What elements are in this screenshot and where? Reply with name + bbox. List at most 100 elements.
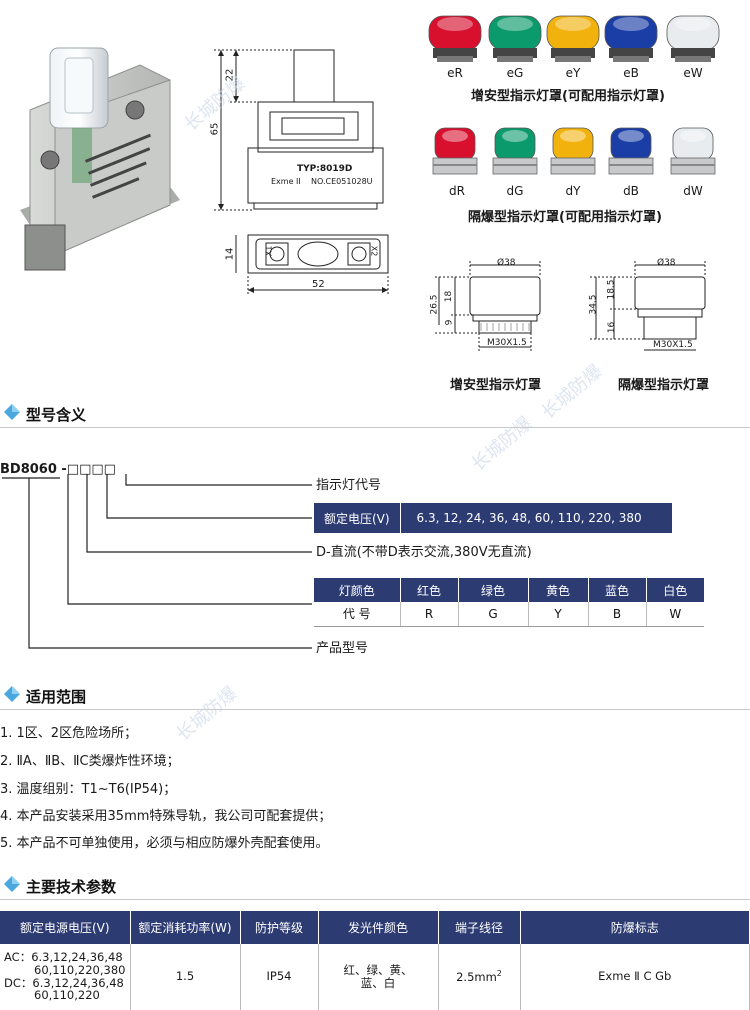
section-title-model: 型号含义: [26, 406, 87, 424]
tech-cell-mark: Exme Ⅱ C Gb: [520, 944, 750, 1010]
section-header-model: 型号含义: [0, 400, 750, 430]
section-header-scope: 适用范围: [0, 682, 750, 712]
color-header-4: 蓝色: [588, 578, 647, 602]
section-title-tech: 主要技术参数: [26, 878, 117, 896]
tech-cell-ip: IP54: [240, 944, 319, 1010]
lens-cap-eu-2: [546, 15, 600, 62]
tech-header-voltage: 额定电源电压(V): [0, 911, 131, 944]
lens-caps-du: [432, 127, 716, 175]
caption-du: 隔爆型指示灯罩(可配用指示灯罩): [468, 210, 662, 225]
tech-cell-wire: 2.5mm2: [438, 944, 521, 1010]
x2-label: X2: [369, 245, 379, 257]
diamond-icon: [4, 876, 20, 892]
lens-label-dB: dB: [623, 184, 639, 198]
color-code-0: 代 号: [314, 602, 401, 627]
lens-cap-du-0: [432, 127, 478, 175]
color-code-table: 灯颜色 红色 绿色 黄色 蓝色 白色 代 号 R G Y B W: [314, 578, 704, 627]
lens-label-eG: eG: [506, 66, 524, 80]
lens-label-eW: eW: [683, 66, 703, 80]
color-code-1: R: [400, 602, 459, 627]
typ-label: TYP:8019D: [297, 164, 353, 174]
color-code-3: Y: [528, 602, 589, 627]
lens-cap-eu-4: [666, 15, 720, 62]
diamond-icon: [4, 404, 20, 420]
lens-cap-eu-0: [428, 15, 482, 62]
color-header-5: 白色: [646, 578, 704, 602]
color-header-0: 灯颜色: [314, 578, 401, 602]
scope-item-1: 1. 1区、2区危险场所；: [0, 726, 138, 741]
voltage-table: 额定电压(V) 6.3, 12, 24, 36, 48, 60, 110, 22…: [314, 503, 672, 533]
tech-cell-color: 红、绿、黄、 蓝、白: [318, 944, 439, 1010]
scope-item-3: 3. 温度组别：T1~T6(IP54)；: [0, 782, 177, 797]
exme-label: Exme II: [271, 177, 301, 186]
dim-14: 14: [224, 247, 236, 261]
tech-header-mark: 防爆标志: [520, 911, 750, 944]
lens-label-dR: dR: [449, 184, 465, 198]
color-header-1: 红色: [400, 578, 459, 602]
voltage-label: 额定电压(V): [314, 503, 401, 533]
x1-label: X1: [264, 245, 274, 257]
eu-height-bot: 9: [444, 319, 455, 326]
du-height-top: 18.5: [606, 279, 617, 300]
lens-cap-du-1: [492, 127, 538, 175]
dimension-drawing-eu: [435, 261, 541, 351]
tech-header-wire: 端子线径: [438, 911, 521, 944]
lens-cap-eu-3: [604, 15, 658, 62]
eu-height-top: 18: [444, 290, 455, 303]
tech-params-table: 额定电源电压(V) 额定消耗功率(W) 防护等级 发光件颜色 端子线径 防爆标志…: [0, 911, 750, 1010]
lens-cap-du-3: [608, 127, 654, 175]
dim-52: 52: [312, 279, 325, 290]
lens-labels-du: dR dG dY dB dW: [425, 184, 745, 198]
lens-caps-eu: [428, 15, 720, 62]
model-code: BD8060 -□□□□: [0, 462, 116, 477]
dimension-drawing-du: [590, 261, 706, 351]
section-rule: [0, 899, 750, 900]
section-rule: [0, 427, 750, 428]
tech-header-color: 发光件颜色: [318, 911, 439, 944]
scope-item-4: 4. 本产品安装采用35mm特殊导轨，我公司可配套提供；: [0, 809, 332, 824]
section-title-scope: 适用范围: [26, 688, 87, 706]
eu-height-total: 26.5: [429, 294, 440, 315]
label-indicator-code: 指示灯代号: [316, 478, 382, 493]
section-header-tech: 主要技术参数: [0, 872, 750, 902]
eu-thread: M30X1.5: [487, 338, 527, 348]
section-rule: [0, 709, 750, 710]
lens-labels-eu: eR eG eY eB eW: [425, 66, 745, 80]
lens-label-eB: eB: [623, 66, 639, 80]
diamond-icon: [4, 686, 20, 702]
du-thread: M30X1.5: [653, 340, 693, 350]
color-header-3: 黄色: [528, 578, 589, 602]
tech-cell-voltage: AC：6.3,12,24,36,48 60,110,220,380 DC：6.3…: [0, 944, 131, 1010]
dim-65: 65: [209, 122, 221, 136]
lens-cap-du-2: [550, 127, 596, 175]
du-height-bot: 16: [607, 321, 618, 334]
no-label: NO.CE051028U: [311, 177, 373, 186]
voltage-values: 6.3, 12, 24, 36, 48, 60, 110, 220, 380: [400, 503, 672, 533]
scope-item-2: 2. ⅡA、ⅡB、ⅡC类爆炸性环境；: [0, 754, 180, 769]
eu-diameter: Ø38: [497, 258, 516, 268]
caption-eu-drawing: 增安型指示灯罩: [450, 378, 542, 393]
lens-label-dY: dY: [565, 184, 581, 198]
lens-cap-du-4: [670, 127, 716, 175]
model-code-lines: [2, 474, 312, 649]
tech-cell-power: 1.5: [130, 944, 241, 1010]
tech-header-power: 额定消耗功率(W): [130, 911, 241, 944]
lens-label-dG: dG: [506, 184, 524, 198]
du-diameter: Ø38: [657, 258, 676, 268]
lens-label-dW: dW: [683, 184, 703, 198]
caption-eu: 增安型指示灯罩(可配用指示灯罩): [471, 89, 665, 104]
lens-label-eR: eR: [447, 66, 463, 80]
tech-header-ip: 防护等级: [240, 911, 319, 944]
dimension-drawing-main: [214, 49, 389, 296]
scope-item-5: 5. 本产品不可单独使用，必须与相应防爆外壳配套使用。: [0, 836, 329, 851]
color-code-5: W: [646, 602, 704, 627]
color-header-2: 绿色: [458, 578, 529, 602]
lens-label-eY: eY: [565, 66, 581, 80]
color-code-2: G: [458, 602, 529, 627]
caption-du-drawing: 隔爆型指示灯罩: [618, 378, 710, 393]
color-code-4: B: [588, 602, 647, 627]
label-dc: D-直流(不带D表示交流,380V无直流): [316, 545, 532, 560]
label-product-model: 产品型号: [316, 641, 369, 656]
product-photo: [20, 47, 180, 271]
lens-cap-eu-1: [488, 15, 542, 62]
